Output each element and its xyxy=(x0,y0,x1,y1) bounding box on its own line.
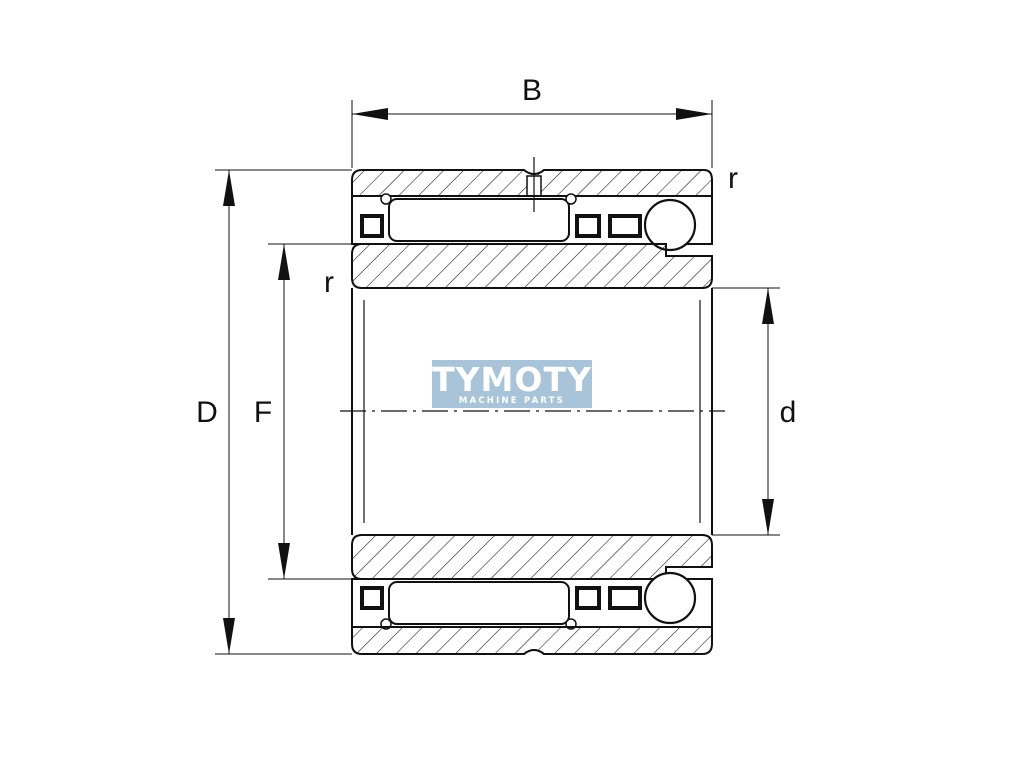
label-b: B xyxy=(522,74,542,107)
label-radius-top: r xyxy=(728,162,738,195)
label-d-bore: d xyxy=(780,396,797,429)
outer-ring-bottom xyxy=(351,626,713,655)
roller-row-bottom xyxy=(351,571,713,630)
dimension-b xyxy=(351,100,713,168)
label-d-outer: D xyxy=(196,396,218,429)
roller-row-top xyxy=(351,193,713,252)
label-f: F xyxy=(254,396,272,429)
inner-ring-bottom xyxy=(351,534,713,580)
dimension-d xyxy=(215,169,352,655)
dimension-d-bore xyxy=(712,287,780,536)
dimension-f xyxy=(268,243,352,580)
watermark-logo: TYMOTY MACHINE PARTS xyxy=(432,360,592,408)
inner-ring-top xyxy=(351,243,713,289)
label-radius-left: r xyxy=(324,266,334,299)
watermark-name: TYMOTY xyxy=(432,360,592,399)
watermark-tagline: MACHINE PARTS xyxy=(459,396,565,406)
outer-ring-top xyxy=(351,169,713,197)
